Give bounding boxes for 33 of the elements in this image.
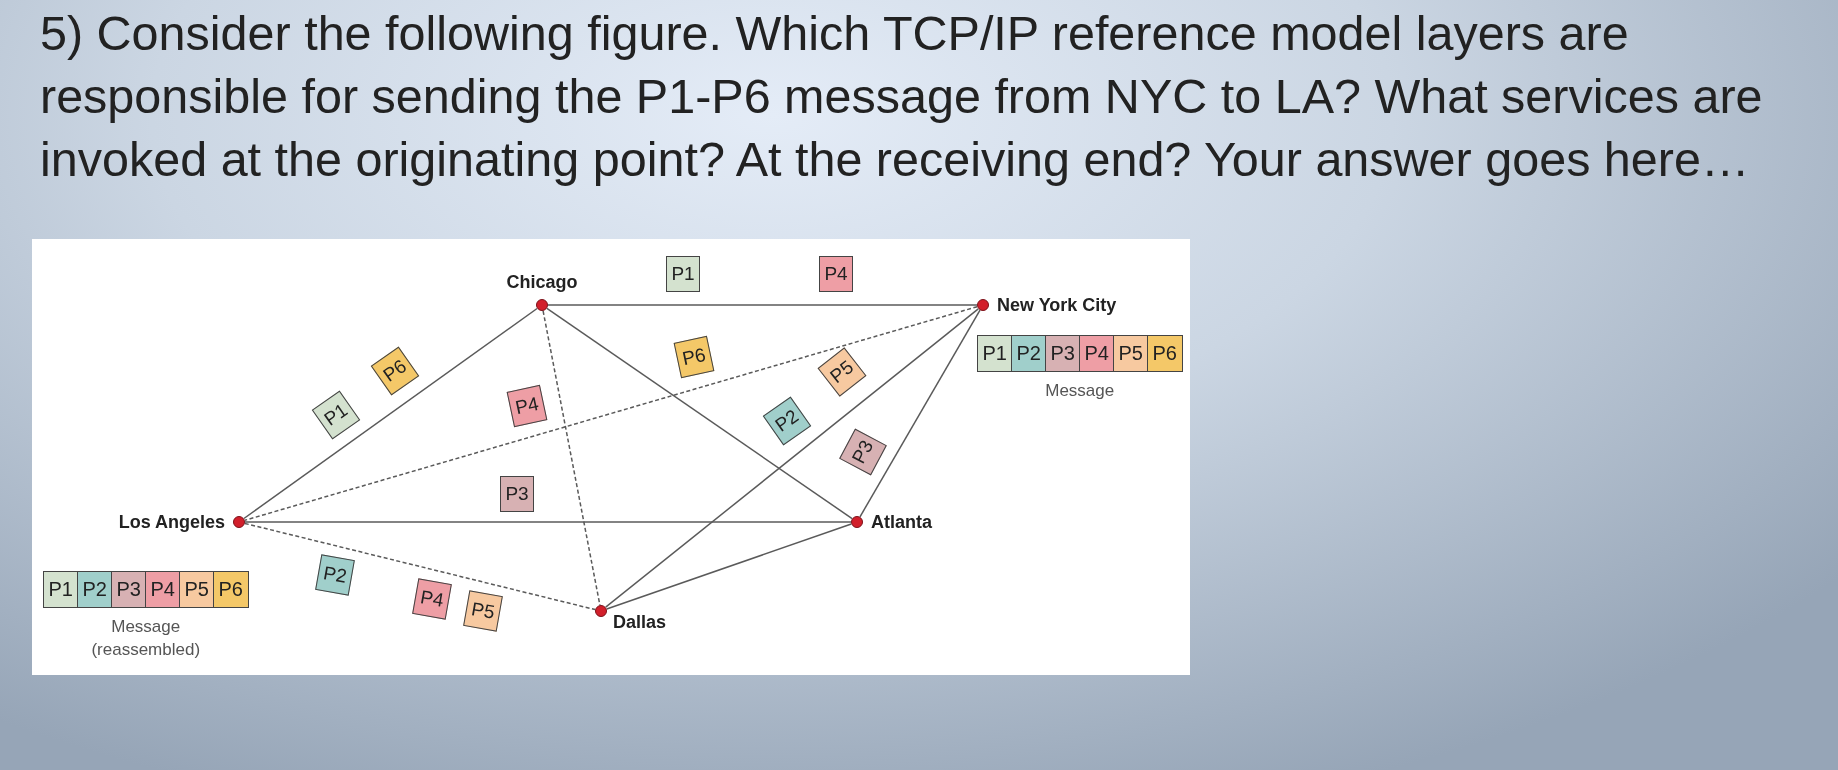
link-line: [604, 308, 980, 608]
packet-cell: P5: [179, 571, 215, 608]
packet-box: P1: [666, 256, 700, 292]
city-label: Atlanta: [871, 511, 932, 533]
packet-cell: P1: [43, 571, 79, 608]
link-line: [859, 309, 981, 518]
packet-cell: P1: [977, 335, 1013, 372]
message-caption: Message: [1045, 380, 1115, 402]
link-line: [546, 307, 853, 520]
city-label: Dallas: [613, 612, 667, 633]
packet-cell: P5: [1113, 335, 1149, 372]
packet-cell: P3: [1045, 335, 1081, 372]
link-line: [244, 522, 596, 611]
packet-box: P3: [500, 476, 534, 512]
city-label: New York City: [997, 294, 1117, 316]
packet-cell: P2: [77, 571, 113, 608]
packet-cell: P3: [111, 571, 147, 608]
link-line: [547, 304, 978, 306]
city-label: Chicago: [506, 272, 578, 293]
link-line: [244, 521, 852, 523]
city-label: Los Angeles: [118, 511, 225, 533]
packet-cell: P4: [1079, 335, 1115, 372]
packet-cell: P2: [1011, 335, 1047, 372]
link-line: [542, 310, 601, 606]
message-caption: Message (reassembled): [90, 616, 202, 661]
packet-cell: P6: [1147, 335, 1183, 372]
packet-cell: P4: [145, 571, 181, 608]
question-text: 5) Consider the following figure. Which TCP/IP reference model layers are responsible for sending the P1-P6 message from NYC to LA? What services are invoked at the originating point? At the receiving end? Your answer goes here…: [40, 5, 1764, 188]
packet-cell: P6: [213, 571, 249, 608]
link-line: [243, 307, 538, 520]
link-line: [244, 305, 978, 522]
link-line: [605, 523, 853, 610]
packet-box: P4: [819, 256, 853, 292]
